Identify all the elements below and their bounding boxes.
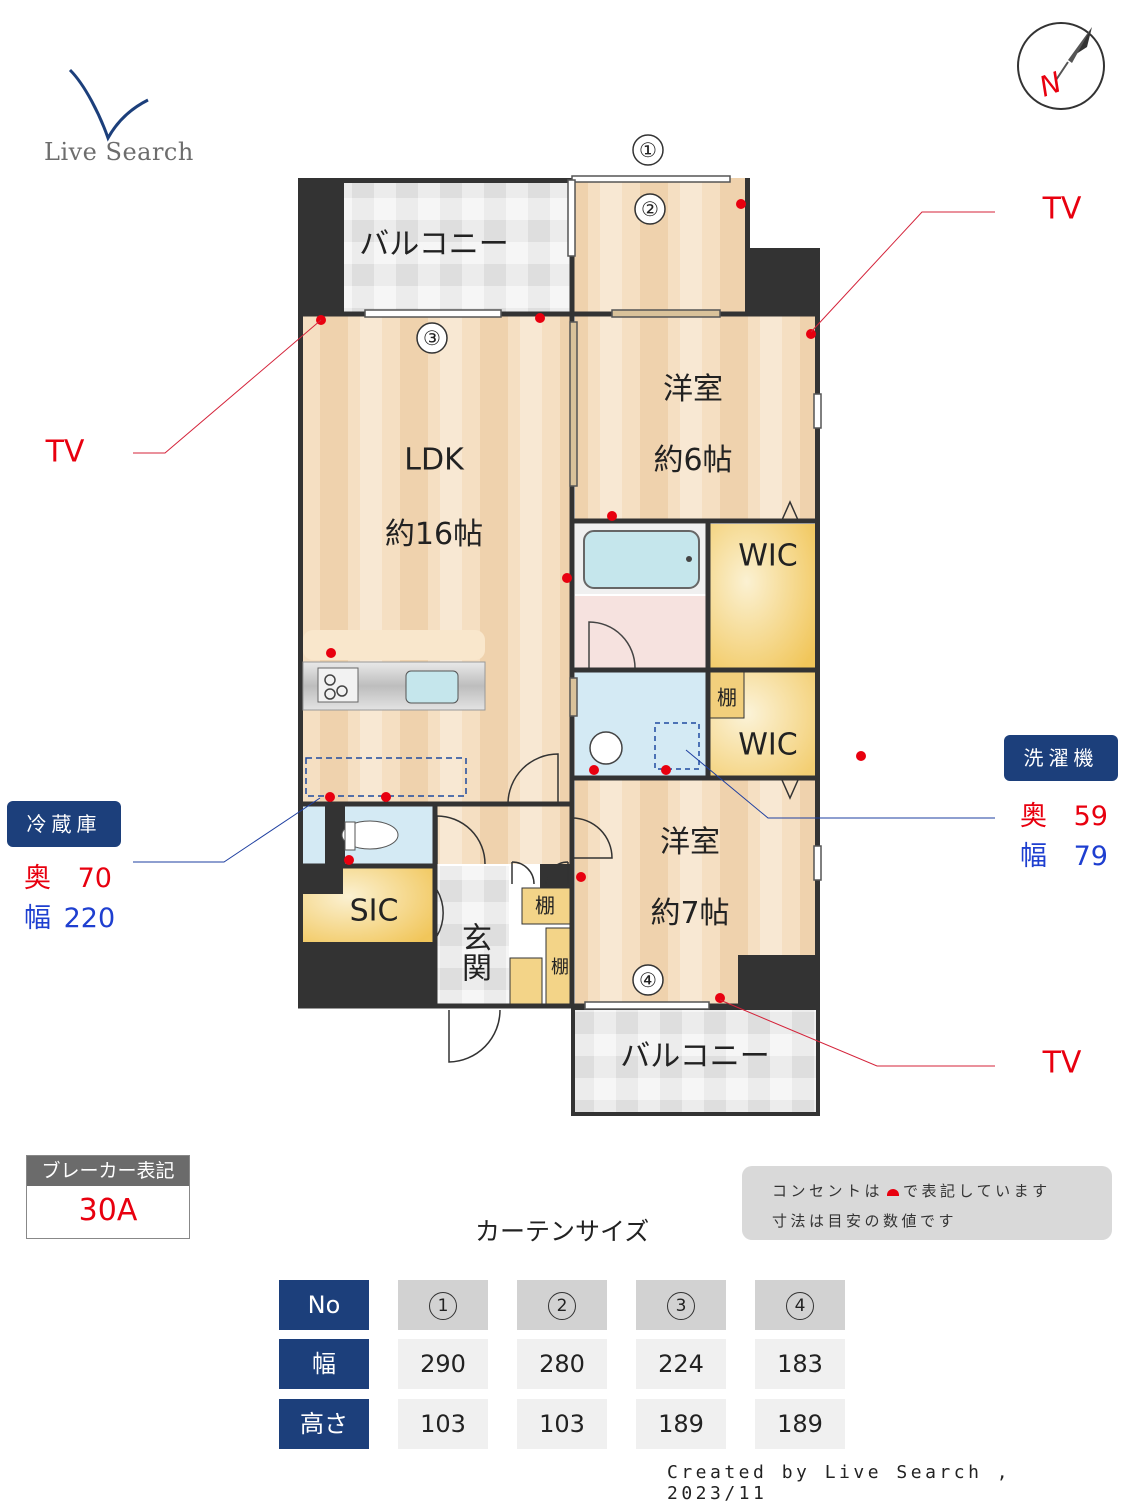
curtain-col-1-height: 103 (398, 1399, 488, 1449)
curtain-col-1-no-value: 1 (429, 1292, 457, 1320)
washer-depth: 奥 59 (1020, 794, 1108, 833)
compass-icon (1017, 22, 1105, 110)
shelf-2-label: 棚 (535, 893, 555, 918)
curtain-col-2-height: 103 (517, 1399, 607, 1449)
shelf-1-label: 棚 (717, 685, 737, 710)
entrance-label: 玄関 (456, 922, 491, 982)
note-line-1: コンセントは で表記しています (772, 1180, 1051, 1201)
wic-1-label: WIC (738, 538, 798, 574)
fridge-width: 幅 220 (24, 896, 115, 935)
washer-width-label: 幅 (1020, 841, 1047, 872)
logo-mark (68, 68, 149, 142)
tv-label-western-1: TV (1042, 191, 1082, 227)
window-marker-1: ① (639, 138, 657, 162)
curtain-row-label-width: 幅 (279, 1339, 369, 1389)
fridge-title: 冷蔵庫 (7, 801, 121, 847)
tv-label-western-2: TV (1042, 1045, 1082, 1081)
window-marker-2: ② (641, 197, 659, 221)
curtain-col-4-no: 4 (755, 1280, 845, 1330)
curtain-title: カーテンサイズ (475, 1217, 650, 1246)
window-marker-4: ④ (639, 968, 657, 992)
washer-depth-label: 奥 (1020, 801, 1047, 832)
breaker-title: ブレーカー表記 (27, 1156, 189, 1186)
fridge-depth-value: 70 (77, 863, 112, 894)
sic-label: SIC (349, 893, 399, 929)
outlet-markers (316, 199, 902, 1195)
curtain-col-4-height: 189 (755, 1399, 845, 1449)
washer-width: 幅 79 (1020, 834, 1108, 873)
washer-title: 洗濯機 (1004, 735, 1118, 781)
washer-depth-value: 59 (1073, 801, 1108, 832)
curtain-col-3-width: 224 (636, 1339, 726, 1389)
balcony-top-label: バルコニー (359, 227, 509, 262)
breaker-box: ブレーカー表記 30A (26, 1155, 190, 1239)
note-line-2: 寸法は目安の数値です (772, 1212, 958, 1230)
curtain-col-4-no-value: 4 (786, 1292, 814, 1320)
shelf-3-label: 棚 (548, 957, 569, 975)
western-room-2-size: 約7帖 (650, 896, 730, 931)
tv-label-ldk: TV (45, 434, 85, 470)
curtain-col-3-no: 3 (636, 1280, 726, 1330)
washer-width-value: 79 (1073, 841, 1108, 872)
curtain-col-3-no-value: 3 (667, 1292, 695, 1320)
outlet-icon (887, 1189, 900, 1196)
curtain-col-3-height: 189 (636, 1399, 726, 1449)
ldk-size-label: 約16帖 (384, 517, 484, 552)
fridge-depth: 奥 70 (24, 856, 112, 895)
breaker-value: 30A (78, 1193, 138, 1228)
curtain-col-2-width: 280 (517, 1339, 607, 1389)
note-line-1-end: で表記しています (903, 1182, 1051, 1200)
curtain-col-4-width: 183 (755, 1339, 845, 1389)
note-line-1-start: コンセントは (772, 1182, 884, 1200)
curtain-col-2-no: 2 (517, 1280, 607, 1330)
curtain-row-label-height: 高さ (279, 1399, 369, 1449)
wic-2-label: WIC (738, 727, 798, 763)
footer-credit: Created by Live Search , 2023/11 (667, 1462, 1012, 1504)
curtain-col-1-width: 290 (398, 1339, 488, 1389)
balcony-bottom-label: バルコニー (620, 1039, 770, 1074)
western-room-2-label: 洋室 (660, 825, 720, 860)
fridge-width-label: 幅 (24, 903, 51, 934)
curtain-col-2-no-value: 2 (548, 1292, 576, 1320)
western-room-1-size: 約6帖 (653, 443, 733, 478)
ldk-label: LDK (404, 442, 464, 478)
fridge-width-value: 220 (63, 903, 116, 934)
western-room-1-label: 洋室 (663, 372, 723, 407)
curtain-col-1-no: 1 (398, 1280, 488, 1330)
window-marker-3: ③ (423, 326, 441, 350)
fridge-depth-label: 奥 (24, 863, 51, 894)
note-box: コンセントは で表記しています 寸法は目安の数値です (742, 1166, 1112, 1240)
logo-text: Live Search (44, 138, 194, 166)
curtain-row-label-no: No (279, 1280, 369, 1330)
